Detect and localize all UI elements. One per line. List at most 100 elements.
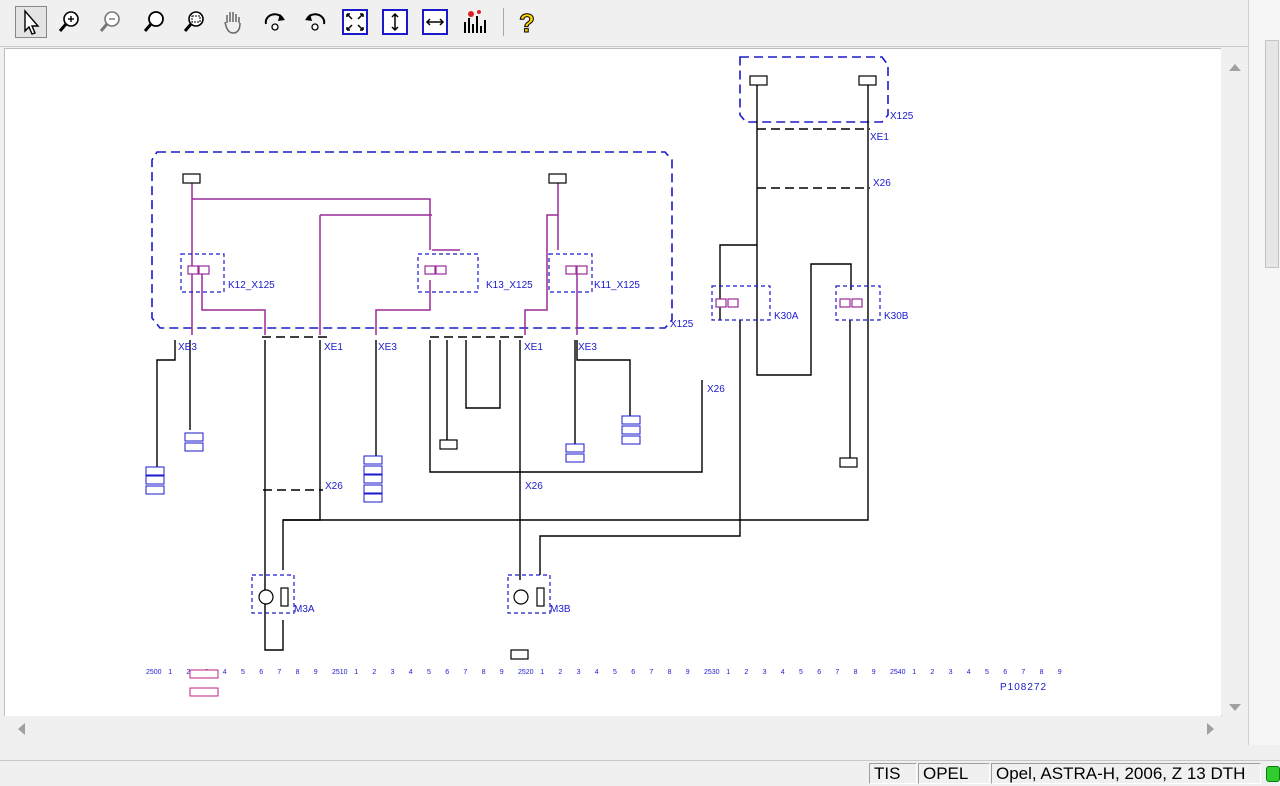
grid-digit-label: 2 (372, 669, 376, 676)
grid-digit-label: 8 (1040, 669, 1044, 676)
svg-text:?: ? (519, 8, 535, 36)
grid-digit-label: 3 (391, 669, 395, 676)
label-x26-top: X26 (873, 178, 891, 189)
horizontal-scrollbar[interactable] (4, 716, 1248, 742)
grid-digit-label: 1 (354, 669, 358, 676)
label-xe1-top: XE1 (870, 132, 889, 143)
grid-section-label: 2520 (518, 669, 534, 676)
zoom-in-button[interactable] (54, 6, 86, 38)
legend-marks (189, 669, 219, 697)
grid-digit-label: 5 (613, 669, 617, 676)
grid-section-label: 2500 (146, 669, 162, 676)
grid-digit-label: 6 (631, 669, 635, 676)
diagram-canvas[interactable]: X125 XE1 X26 K12_X125 K13_X125 K11_X125 … (4, 48, 1222, 717)
grid-digit-label: 6 (1003, 669, 1007, 676)
highlight-button[interactable] (459, 6, 491, 38)
label-m3a: M3A (294, 604, 315, 615)
label-x26-right: X26 (707, 384, 725, 395)
grid-digit-label: 7 (1021, 669, 1025, 676)
toolbar-separator (503, 8, 504, 36)
rotate-ccw-button[interactable] (299, 6, 331, 38)
grid-digit-label: 2 (744, 669, 748, 676)
relay-coils (187, 265, 588, 275)
zoom-window-icon (183, 11, 204, 32)
help-icon: ? (519, 8, 536, 36)
grid-digit-label: 1 (726, 669, 730, 676)
select-tool-button[interactable] (15, 6, 47, 38)
grid-digit-label: 2 (930, 669, 934, 676)
grid-digit-label: 6 (817, 669, 821, 676)
connection-status-icon (1266, 766, 1280, 782)
grid-digit-label: 7 (463, 669, 467, 676)
wiring-diagram: X125 XE1 X26 K12_X125 K13_X125 K11_X125 … (145, 56, 1062, 697)
grid-digit-label: 3 (949, 669, 953, 676)
label-xe1-b: XE1 (524, 342, 543, 353)
label-k11: K11_X125 (594, 280, 640, 291)
rotate-ccw-icon (305, 13, 326, 31)
help-button[interactable]: ? (511, 6, 543, 38)
grid-digit-label: 3 (763, 669, 767, 676)
label-xe1-a: XE1 (324, 342, 343, 353)
label-k30b: K30B (884, 311, 909, 322)
grid-digit-label: 1 (912, 669, 916, 676)
fit-height-icon (382, 9, 408, 35)
grid-digit-label: 8 (482, 669, 486, 676)
grid-section-label: 2530 (704, 669, 720, 676)
grid-section-label: 2510 (332, 669, 348, 676)
status-pane-vehicle: Opel, ASTRA-H, 2006, Z 13 DTH (991, 763, 1261, 784)
rotate-cw-icon (264, 13, 285, 31)
scroll-left-icon[interactable] (16, 722, 26, 736)
rotate-cw-button[interactable] (259, 6, 291, 38)
grid-digit-label: 9 (872, 669, 876, 676)
grid-digit-label: 7 (277, 669, 281, 676)
grid-digit-label: 4 (967, 669, 971, 676)
fit-all-button[interactable] (339, 6, 371, 38)
status-pane-app: TIS (869, 763, 917, 784)
label-x125-top: X125 (890, 111, 914, 122)
motor-symbols (251, 574, 551, 614)
vertical-scrollbar[interactable] (1221, 48, 1248, 715)
label-xe3-a: XE3 (178, 342, 197, 353)
grid-digit-label: 4 (409, 669, 413, 676)
label-k30a: K30A (774, 311, 799, 322)
label-xe3-c: XE3 (578, 342, 597, 353)
highlight-icon (464, 10, 486, 33)
scroll-up-icon[interactable] (1228, 62, 1242, 72)
grid-digit-label: 9 (500, 669, 504, 676)
grid-digit-label: 6 (445, 669, 449, 676)
fit-width-button[interactable] (419, 6, 451, 38)
label-k13: K13_X125 (486, 280, 533, 291)
fit-height-button[interactable] (379, 6, 411, 38)
grid-digit-label: 8 (296, 669, 300, 676)
label-x26-left: X26 (325, 481, 343, 492)
fit-all-icon (342, 9, 368, 35)
label-xe3-b: XE3 (378, 342, 397, 353)
grid-section-label: 2540 (890, 669, 906, 676)
grid-digit-label: 9 (686, 669, 690, 676)
label-x125-mid: X125 (670, 319, 694, 330)
grid-digit-label: 5 (427, 669, 431, 676)
magnifier-icon (143, 11, 164, 32)
pan-button[interactable] (217, 6, 249, 38)
scroll-down-icon[interactable] (1228, 703, 1242, 713)
grid-digit-label: 9 (314, 669, 318, 676)
scroll-right-icon[interactable] (1206, 722, 1216, 736)
status-bar: TIS OPEL Opel, ASTRA-H, 2006, Z 13 DTH (0, 760, 1280, 786)
module-boundary (151, 56, 889, 329)
ground-wires (156, 85, 869, 651)
fit-width-icon (422, 9, 448, 35)
zoom-window-button[interactable] (178, 6, 210, 38)
side-panel-scrollbar-thumb[interactable] (1265, 40, 1279, 268)
grid-reference-strip: 2500123456789251012345678925201234567892… (146, 669, 1062, 676)
fuse-symbols (182, 75, 877, 184)
grid-digit-label: 9 (1058, 669, 1062, 676)
supply-wires (191, 183, 578, 335)
zoom-out-button[interactable] (95, 6, 127, 38)
zoom-button[interactable] (138, 6, 170, 38)
grid-digit-label: 5 (985, 669, 989, 676)
grid-digit-label: 1 (168, 669, 172, 676)
relay-coils-black (715, 298, 863, 308)
grid-digit-label: 7 (835, 669, 839, 676)
toolbar: ? (0, 0, 1248, 47)
grid-digit-label: 1 (540, 669, 544, 676)
